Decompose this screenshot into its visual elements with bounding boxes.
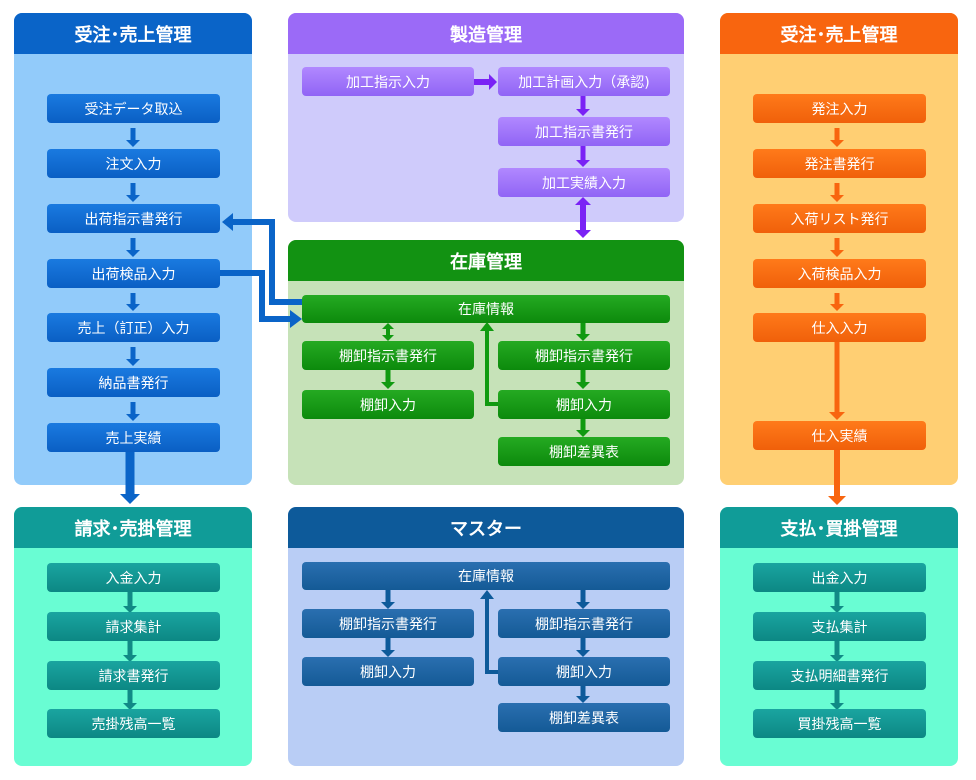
down-arrow-21 [830, 238, 844, 257]
down-arrow-26 [123, 640, 137, 662]
payment-item-3[interactable]: 支払明細書発行 [753, 661, 926, 690]
inspection-to-inventory-head [290, 310, 302, 328]
order-sales-title: 受注･売上管理 [14, 13, 252, 54]
inventory-right-item-3[interactable]: 棚卸差異表 [498, 437, 670, 466]
master-right-item-2[interactable]: 棚卸入力 [498, 657, 670, 686]
billing-item-4[interactable]: 売掛残高一覧 [47, 709, 220, 738]
purchase-item-4[interactable]: 入荷検品入力 [753, 259, 926, 288]
purchase-item-1[interactable]: 発注入力 [753, 94, 926, 123]
payment-item-1[interactable]: 出金入力 [753, 563, 926, 592]
inventory-title: 在庫管理 [288, 240, 684, 281]
down-arrow-3 [126, 238, 140, 257]
down-arrow-19 [830, 128, 844, 147]
inventory-to-shipping-head [222, 213, 233, 231]
master-right-item-1[interactable]: 棚卸指示書発行 [498, 609, 670, 638]
inventory-info[interactable]: 在庫情報 [302, 295, 670, 323]
down-arrow-32 [381, 638, 395, 657]
down-arrow-14 [382, 331, 394, 341]
order-sales-item-7[interactable]: 売上実績 [47, 423, 220, 452]
inventory-right-item-2[interactable]: 棚卸入力 [498, 390, 670, 419]
down-arrow-18 [576, 419, 590, 437]
billing-item-1[interactable]: 入金入力 [47, 563, 220, 592]
order-sales-item-4[interactable]: 出荷検品入力 [47, 259, 220, 288]
master-right-item-3[interactable]: 棚卸差異表 [498, 703, 670, 732]
down-arrow-22 [830, 293, 844, 311]
master-left-item-1[interactable]: 棚卸指示書発行 [302, 609, 474, 638]
manufacturing-item-1[interactable]: 加工指示入力 [302, 67, 474, 96]
purchase-title: 受注･売上管理 [720, 13, 958, 54]
down-arrow-10 [576, 146, 590, 167]
down-arrow-29 [830, 640, 844, 662]
up-arrow-11 [575, 197, 591, 216]
payment-title: 支払･買掛管理 [720, 507, 958, 548]
right-arrow-8 [474, 74, 497, 90]
down-arrow-25 [123, 591, 137, 613]
master-left-item-2[interactable]: 棚卸入力 [302, 657, 474, 686]
manufacturing-item-4[interactable]: 加工実績入力 [498, 168, 670, 197]
order-sales-item-1[interactable]: 受注データ取込 [47, 94, 220, 123]
down-arrow-27 [123, 689, 137, 710]
down-arrow-24 [828, 450, 846, 505]
inventory-to-shipping-line [233, 219, 303, 305]
down-arrow-5 [126, 347, 140, 366]
down-arrow-33 [576, 590, 590, 609]
down-arrow-15 [381, 370, 395, 389]
purchase-item-6[interactable]: 仕入実績 [753, 421, 926, 450]
order-sales-item-5[interactable]: 売上（訂正）入力 [47, 313, 220, 342]
down-arrow-1 [126, 128, 140, 147]
purchase-item-2[interactable]: 発注書発行 [753, 149, 926, 178]
down-arrow-34 [576, 638, 590, 657]
down-arrow-4 [126, 293, 140, 311]
inspection-to-inventory-line [220, 270, 291, 322]
inventory-feedback-head [480, 322, 494, 331]
payment-item-4[interactable]: 買掛残高一覧 [753, 709, 926, 738]
down-arrow-16 [576, 323, 590, 341]
order-sales-item-3[interactable]: 出荷指示書発行 [47, 204, 220, 233]
down-arrow-35 [576, 686, 590, 703]
purchase-item-5[interactable]: 仕入入力 [753, 313, 926, 342]
manufacturing-title: 製造管理 [288, 13, 684, 54]
down-arrow-7 [120, 452, 140, 504]
down-arrow-17 [576, 370, 590, 389]
order-sales-item-2[interactable]: 注文入力 [47, 149, 220, 178]
billing-item-2[interactable]: 請求集計 [47, 612, 220, 641]
purchase-item-3[interactable]: 入荷リスト発行 [753, 204, 926, 233]
down-arrow-6 [126, 402, 140, 421]
manufacturing-item-2[interactable]: 加工計画入力（承認) [498, 67, 670, 96]
down-arrow-23 [829, 342, 845, 420]
payment-item-2[interactable]: 支払集計 [753, 612, 926, 641]
inventory-left-item-2[interactable]: 棚卸入力 [302, 390, 474, 419]
master-feedback-head [480, 590, 494, 599]
down-arrow-28 [830, 591, 844, 613]
order-sales-item-6[interactable]: 納品書発行 [47, 368, 220, 397]
manufacturing-item-3[interactable]: 加工指示書発行 [498, 117, 670, 146]
down-arrow-30 [830, 689, 844, 710]
down-arrow-31 [381, 590, 395, 609]
down-arrow-2 [126, 183, 140, 202]
inventory-left-item-1[interactable]: 棚卸指示書発行 [302, 341, 474, 370]
billing-title: 請求･売掛管理 [14, 507, 252, 548]
master-info[interactable]: 在庫情報 [302, 562, 670, 590]
down-arrow-9 [576, 96, 590, 116]
down-arrow-20 [830, 183, 844, 202]
master-feedback-line [485, 598, 498, 674]
master-title: マスター [288, 507, 684, 548]
down-arrow-12 [575, 214, 591, 238]
inventory-right-item-1[interactable]: 棚卸指示書発行 [498, 341, 670, 370]
billing-item-3[interactable]: 請求書発行 [47, 661, 220, 690]
inventory-feedback-line [485, 330, 498, 406]
